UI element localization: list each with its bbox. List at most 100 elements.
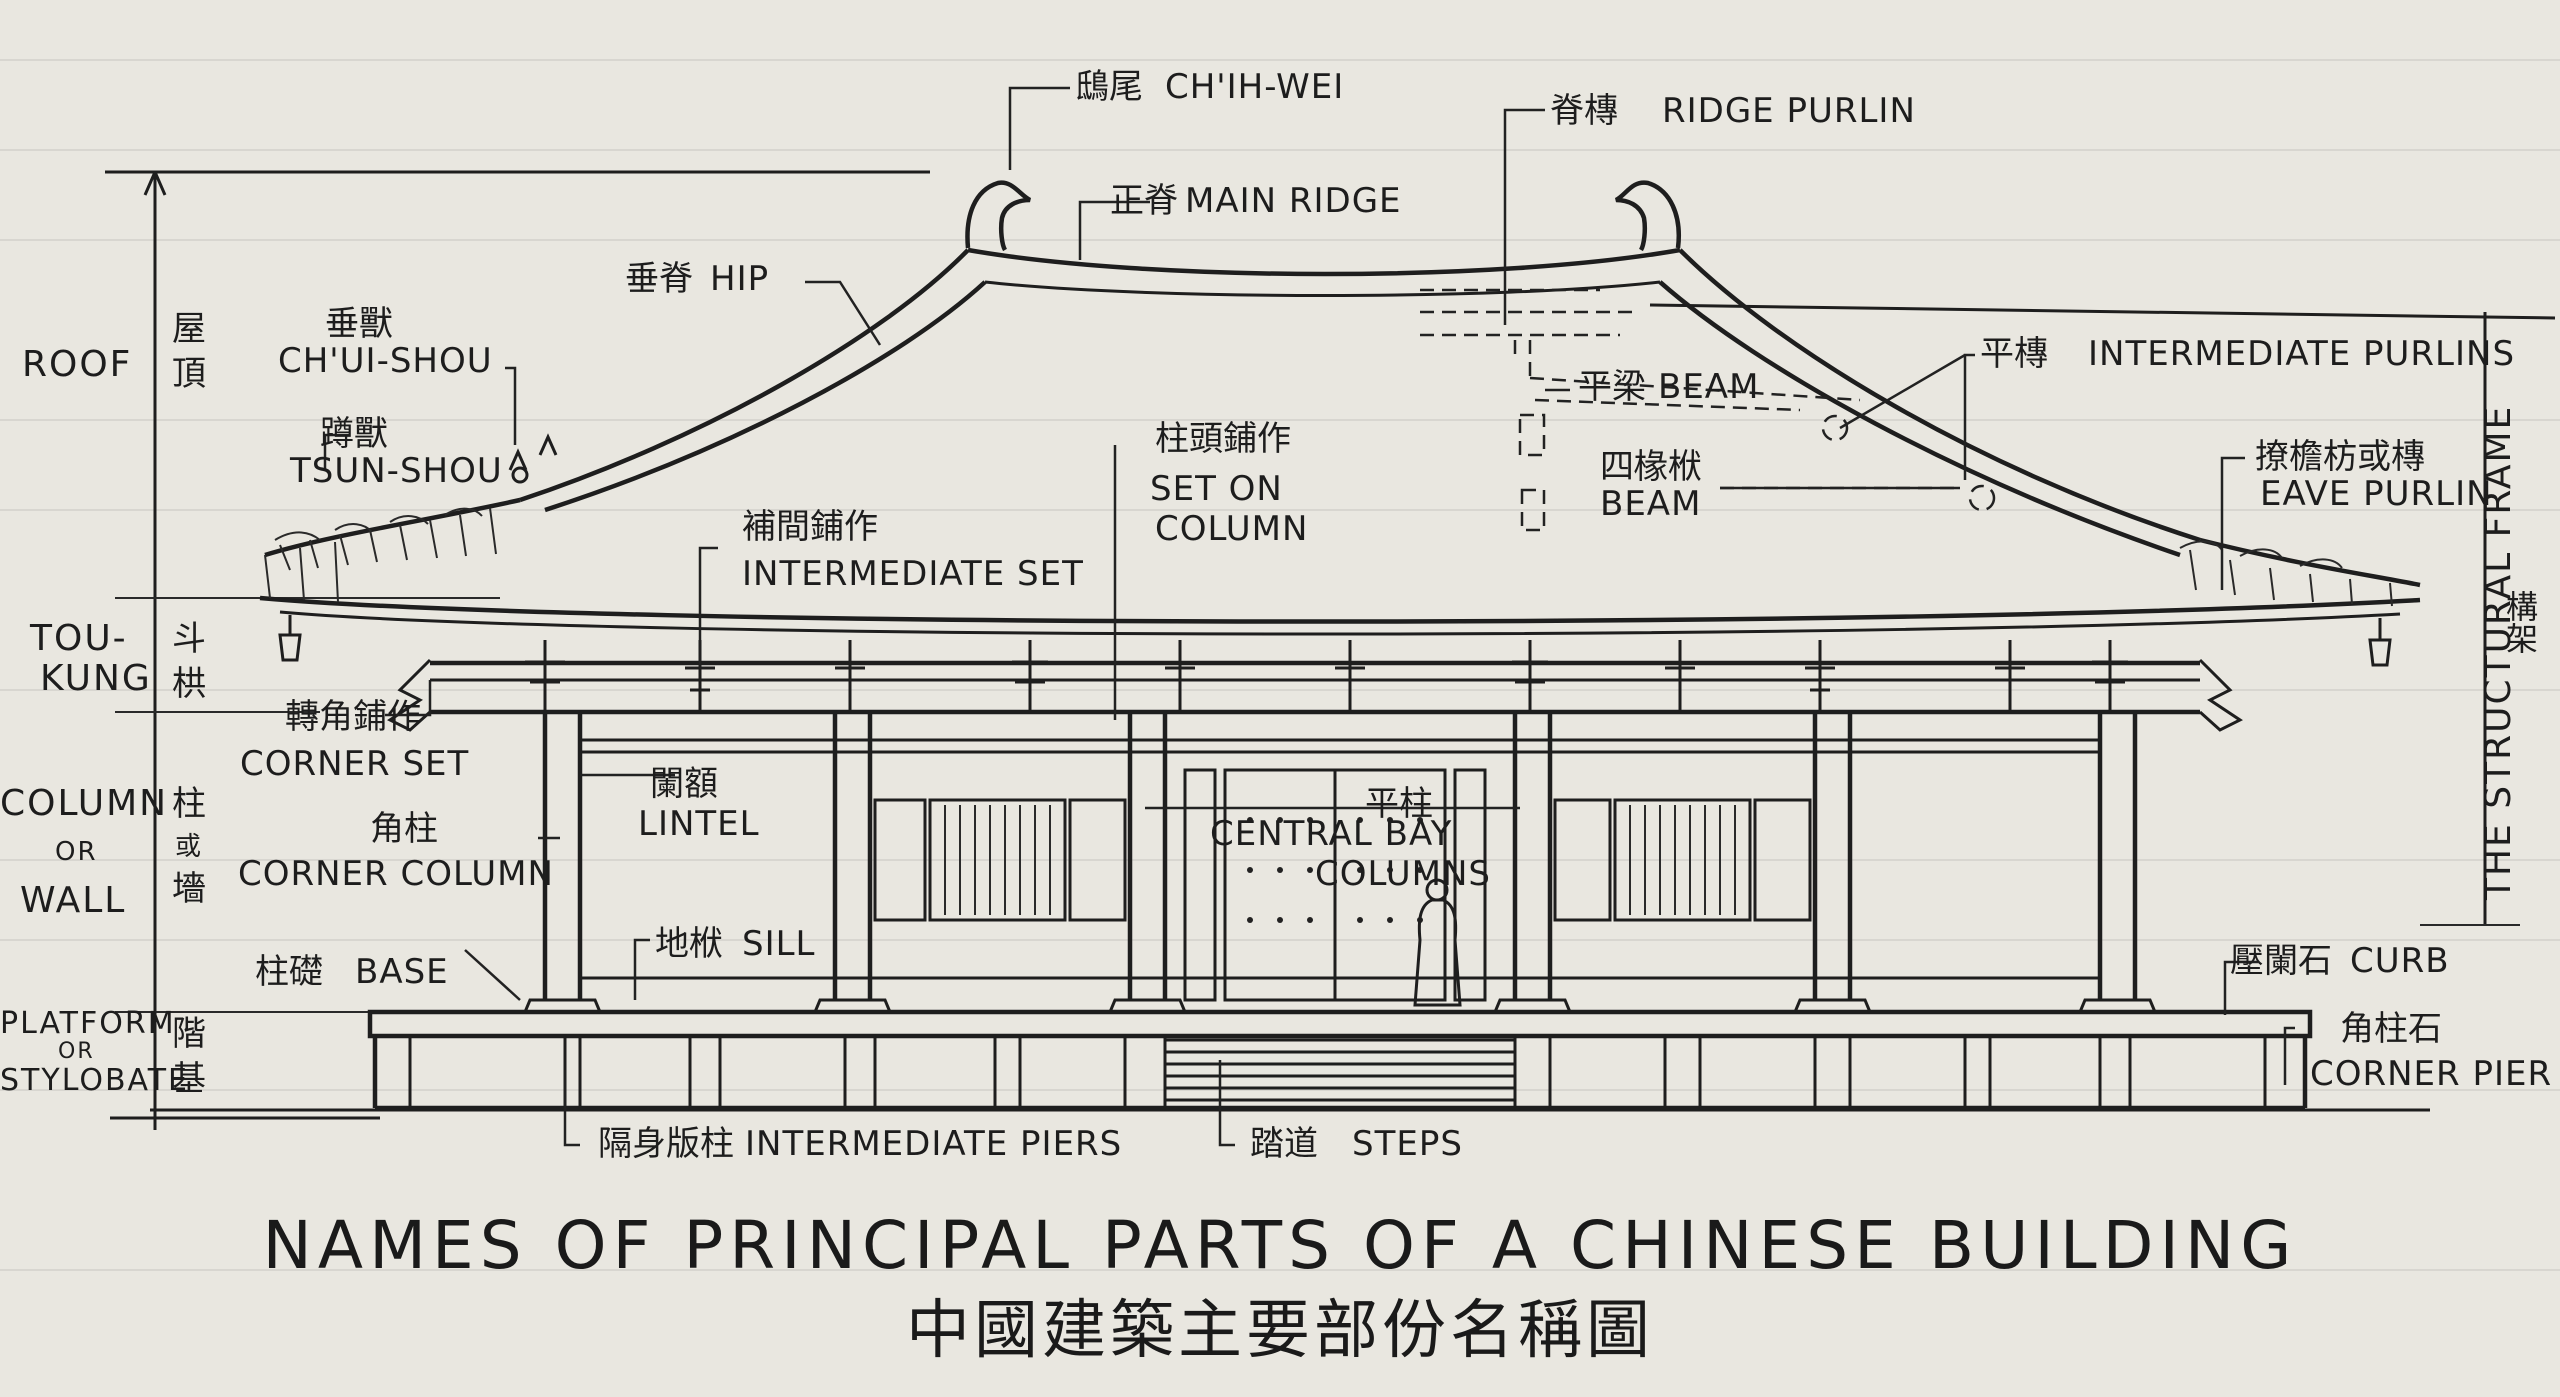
svg-text:鴟尾: 鴟尾 bbox=[1075, 67, 1143, 107]
svg-text:壓闌石: 壓闌石 bbox=[2230, 941, 2332, 981]
svg-text:補間鋪作: 補間鋪作 bbox=[742, 507, 878, 547]
main-ridge bbox=[967, 247, 1681, 277]
svg-text:OR: OR bbox=[55, 837, 98, 867]
svg-text:MAIN RIDGE: MAIN RIDGE bbox=[1185, 181, 1402, 221]
leader-lines bbox=[323, 86, 2295, 1147]
eave-line bbox=[259, 595, 2421, 624]
svg-text:CH'UI-SHOU: CH'UI-SHOU bbox=[278, 341, 493, 381]
label-intermediate-purlins: 平槫 INTERMEDIATE PURLINS bbox=[1980, 334, 2515, 374]
label-lintel: 闌額 LINTEL bbox=[638, 764, 760, 844]
roof bbox=[259, 180, 2421, 667]
svg-text:屋: 屋 bbox=[172, 309, 206, 349]
label-central-bay-columns: 平柱 CENTRAL BAY COLUMNS bbox=[1210, 784, 1490, 894]
svg-text:CORNER SET: CORNER SET bbox=[240, 744, 469, 784]
label-chui-shou: 垂獸 CH'UI-SHOU bbox=[278, 304, 493, 381]
svg-text:INTERMEDIATE PIERS: INTERMEDIATE PIERS bbox=[745, 1124, 1122, 1164]
svg-text:CORNER PIER: CORNER PIER bbox=[2310, 1054, 2552, 1094]
svg-text:TSUN-SHOU: TSUN-SHOU bbox=[289, 451, 503, 491]
label-tsun-shou: 蹲獸 TSUN-SHOU bbox=[289, 414, 503, 491]
svg-text:柱頭鋪作: 柱頭鋪作 bbox=[1155, 419, 1291, 459]
svg-text:STEPS: STEPS bbox=[1352, 1124, 1463, 1164]
svg-text:基: 基 bbox=[172, 1059, 206, 1099]
svg-text:或: 或 bbox=[175, 832, 201, 862]
steps-drawing bbox=[1165, 1038, 1515, 1102]
svg-text:柱: 柱 bbox=[172, 784, 206, 824]
svg-text:角柱石: 角柱石 bbox=[2340, 1009, 2442, 1049]
columns bbox=[522, 712, 2158, 1014]
svg-text:地栿: 地栿 bbox=[655, 924, 723, 964]
svg-text:平槫: 平槫 bbox=[1980, 334, 2048, 374]
structural-frame-dimension bbox=[1649, 303, 2556, 926]
interior-frame bbox=[1420, 288, 1996, 532]
svg-text:垂獸: 垂獸 bbox=[325, 304, 393, 344]
svg-text:EAVE PURLIN: EAVE PURLIN bbox=[2260, 474, 2493, 514]
svg-text:STYLOBATE: STYLOBATE bbox=[0, 1063, 189, 1098]
figure-subtitle: 中國建築主要部份名稱圖 bbox=[906, 1294, 1654, 1368]
svg-text:COLUMN: COLUMN bbox=[1155, 509, 1308, 549]
tsun-shou-figures bbox=[508, 433, 558, 484]
side-label-roof: ROOF 屋 頂 bbox=[22, 309, 206, 394]
label-corner-set: 轉角鋪作 CORNER SET bbox=[240, 697, 469, 784]
svg-text:KUNG: KUNG bbox=[40, 658, 152, 699]
platform bbox=[150, 1009, 2430, 1112]
label-main-ridge: 正脊 MAIN RIDGE bbox=[1110, 181, 1402, 221]
svg-text:轉角鋪作: 轉角鋪作 bbox=[285, 697, 421, 737]
svg-text:脊槫: 脊槫 bbox=[1550, 91, 1618, 131]
svg-text:踏道: 踏道 bbox=[1250, 1124, 1318, 1164]
side-label-column-wall: COLUMN OR WALL 柱 或 墻 bbox=[0, 783, 206, 921]
svg-text:COLUMN: COLUMN bbox=[0, 783, 168, 824]
svg-text:HIP: HIP bbox=[710, 259, 769, 299]
svg-text:PLATFORM: PLATFORM bbox=[0, 1006, 176, 1041]
hip-right bbox=[1678, 248, 2201, 543]
svg-text:頂: 頂 bbox=[172, 354, 206, 394]
svg-text:INTERMEDIATE PURLINS: INTERMEDIATE PURLINS bbox=[2088, 334, 2515, 374]
label-steps: 踏道 STEPS bbox=[1250, 1124, 1463, 1164]
svg-text:斗: 斗 bbox=[172, 619, 206, 659]
structural-frame-label: THE STRUCTURAL FRAME 構架 bbox=[2478, 405, 2539, 901]
label-curb: 壓闌石 CURB bbox=[2230, 941, 2450, 981]
svg-text:SILL: SILL bbox=[742, 924, 816, 964]
svg-text:栱: 栱 bbox=[172, 664, 206, 704]
svg-text:TOU-: TOU- bbox=[29, 618, 128, 659]
svg-text:角柱: 角柱 bbox=[370, 809, 438, 849]
svg-text:INTERMEDIATE SET: INTERMEDIATE SET bbox=[742, 554, 1084, 594]
label-corner-pier: 角柱石 CORNER PIER bbox=[2310, 1009, 2552, 1094]
svg-text:CENTRAL BAY: CENTRAL BAY bbox=[1210, 814, 1452, 854]
bracket-sets bbox=[525, 640, 2128, 710]
label-hip: 垂脊 HIP bbox=[625, 259, 769, 299]
side-label-platform: PLATFORM OR STYLOBATE 階 基 bbox=[0, 1006, 206, 1099]
svg-text:闌額: 闌額 bbox=[650, 764, 718, 804]
svg-text:四椽栿: 四椽栿 bbox=[1600, 447, 1702, 487]
label-beam: 平梁 BEAM bbox=[1578, 367, 1759, 407]
svg-text:CORNER COLUMN: CORNER COLUMN bbox=[238, 854, 554, 894]
chih-wei-right bbox=[1614, 180, 1681, 252]
svg-text:CURB: CURB bbox=[2350, 941, 2450, 981]
svg-text:撩檐枋或槫: 撩檐枋或槫 bbox=[2255, 437, 2425, 477]
label-base: 柱礎 BASE bbox=[255, 952, 448, 992]
svg-text:SET ON: SET ON bbox=[1150, 469, 1283, 509]
svg-text:墻: 墻 bbox=[172, 869, 206, 909]
svg-text:隔身版柱: 隔身版柱 bbox=[598, 1124, 734, 1164]
human-figure bbox=[1413, 898, 1462, 1007]
label-intermediate-set: 補間鋪作 INTERMEDIATE SET bbox=[742, 507, 1084, 594]
left-dimension-lines bbox=[105, 170, 930, 1130]
label-sill: 地栿 SILL bbox=[655, 924, 816, 964]
svg-text:THE STRUCTURAL FRAME: THE STRUCTURAL FRAME bbox=[2478, 405, 2519, 901]
label-intermediate-piers: 隔身版柱 INTERMEDIATE PIERS bbox=[598, 1124, 1122, 1164]
svg-text:柱礎: 柱礎 bbox=[255, 952, 323, 992]
svg-text:RIDGE PURLIN: RIDGE PURLIN bbox=[1662, 91, 1916, 131]
svg-text:BEAM: BEAM bbox=[1658, 367, 1759, 407]
label-four-rafter-beam: 四椽栿 BEAM bbox=[1600, 447, 1702, 524]
svg-text:蹲獸: 蹲獸 bbox=[320, 414, 388, 454]
svg-text:CH'IH-WEI: CH'IH-WEI bbox=[1165, 67, 1344, 107]
side-label-tou-kung: TOU- KUNG 斗 栱 bbox=[29, 618, 206, 704]
svg-text:LINTEL: LINTEL bbox=[638, 804, 760, 844]
tou-kung-band bbox=[387, 640, 2243, 732]
svg-text:階: 階 bbox=[172, 1014, 206, 1054]
chih-wei-left bbox=[965, 180, 1032, 252]
label-corner-column: 角柱 CORNER COLUMN bbox=[238, 809, 554, 894]
label-set-on-column: 柱頭鋪作 SET ON COLUMN bbox=[1150, 419, 1308, 549]
label-chih-wei: 鴟尾 CH'IH-WEI bbox=[1075, 67, 1344, 107]
